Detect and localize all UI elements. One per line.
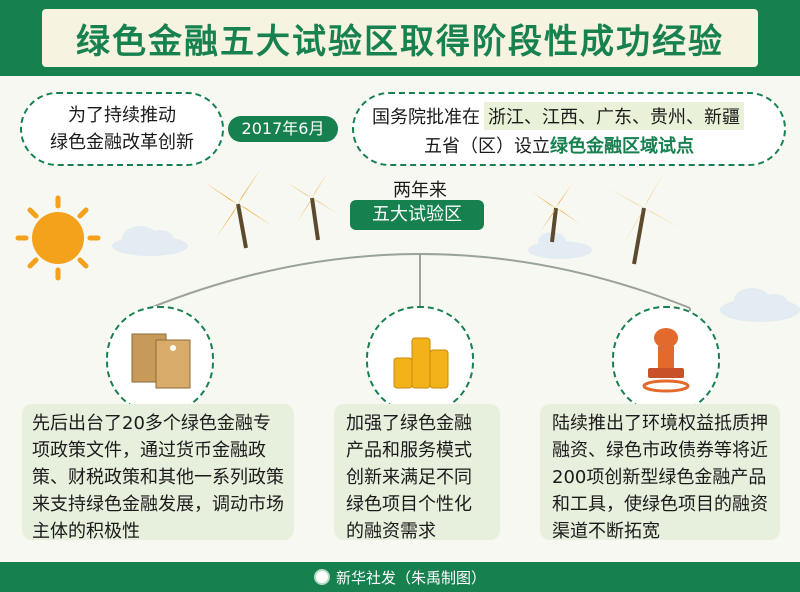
two-years-label: 两年来: [393, 180, 447, 201]
gold-coins-icon: [393, 337, 449, 389]
title-panel: 绿色金融五大试验区取得阶段性成功经验: [42, 9, 758, 67]
pinwheel-icon: [204, 170, 272, 249]
intro-left-line1: 为了持续推动: [68, 105, 176, 126]
five-zones-tag: 五大试验区: [350, 200, 484, 230]
innovation-card: 陆续推出了环境权益抵质押融资、绿色市政债券等将近200项创新型绿色金融产品和工具…: [540, 404, 780, 542]
icon-circle-2: [366, 306, 474, 414]
xinhua-logo-icon: [313, 569, 330, 585]
page-title: 绿色金融五大试验区取得阶段性成功经验: [76, 21, 724, 62]
cloud-icon: [528, 232, 592, 259]
pinwheel-icon: [286, 172, 338, 241]
cloud-icon: [112, 226, 188, 256]
intro-right-line2-b: 绿色金融区域试点: [550, 136, 694, 157]
provinces-box: 浙江、江西、广东、贵州、新疆: [484, 102, 744, 130]
intro-left-line2: 绿色金融改革创新: [50, 132, 194, 153]
intro-left-pill: 为了持续推动 绿色金融改革创新: [20, 92, 224, 166]
stamp-icon: [642, 328, 690, 393]
pinwheel-icon: [532, 184, 580, 243]
footer-credit: 新华社发（朱禹制图）: [335, 568, 486, 587]
scene-decoration: [15, 170, 800, 327]
intro-right-line1: 国务院批准在 浙江、江西、广东、贵州、新疆: [372, 102, 744, 130]
icon-circle-3: [612, 306, 720, 414]
cloud-icon: [720, 288, 800, 322]
policy-card: 先后出台了20多个绿色金融专项政策文件，通过货币金融政策、财税政策和其他一系列政…: [22, 404, 294, 542]
intro-right-line2: 五省（区）设立绿色金融区域试点: [424, 132, 694, 158]
intro-right-line2-a: 五省（区）设立: [424, 136, 550, 157]
products-card: 加强了绿色金融产品和服务模式创新来满足不同绿色项目个性化的融资需求: [334, 404, 500, 542]
date-tag: 2017年6月: [228, 116, 338, 142]
icon-circle-1: [106, 306, 214, 414]
intro-right-pill: 国务院批准在 浙江、江西、广东、贵州、新疆 五省（区）设立绿色金融区域试点: [352, 92, 786, 166]
document-folders-icon: [131, 333, 191, 389]
sun-icon: [15, 195, 101, 281]
intro-right-prefix: 国务院批准在: [372, 107, 480, 128]
pinwheel-icon: [608, 172, 680, 265]
footer-bar: 新华社发（朱禹制图）: [0, 562, 800, 592]
